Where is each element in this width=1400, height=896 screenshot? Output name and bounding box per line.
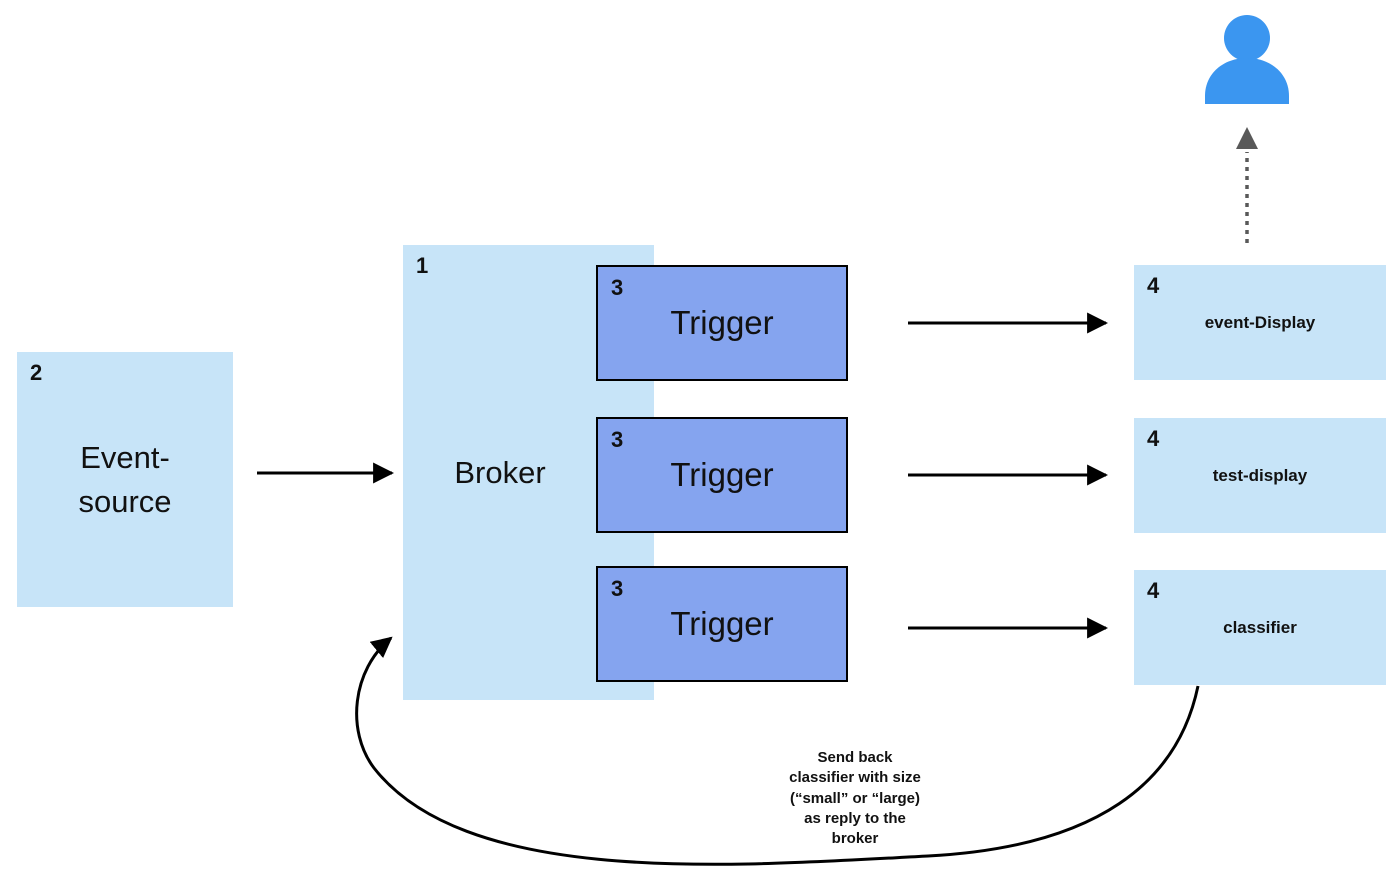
node-trigger-1: 3 Trigger (596, 265, 848, 381)
node-event-display: 4 event-Display (1134, 265, 1386, 380)
step-number-broker: 1 (416, 253, 429, 278)
node-test-display: 4 test-display (1134, 418, 1386, 533)
node-classifier: 4 classifier (1134, 570, 1386, 685)
arrow-event-display-to-user-head (1236, 127, 1258, 149)
step-number-event-source: 2 (30, 360, 43, 385)
step-number-trigger-1: 3 (611, 275, 624, 300)
node-test-display-label: test-display (1212, 465, 1308, 485)
step-number-event-display: 4 (1147, 273, 1160, 298)
step-number-trigger-2: 3 (611, 427, 624, 452)
step-number-trigger-3: 3 (611, 576, 624, 601)
reply-note: Send back classifier with size (“small” … (789, 749, 921, 847)
node-broker-label: Broker (454, 454, 546, 490)
step-number-test-display: 4 (1147, 426, 1160, 451)
node-event-source: 2 Event- source (17, 352, 233, 607)
user-icon (1205, 15, 1289, 104)
node-event-source-label: Event- source (78, 440, 172, 519)
node-trigger-3-label: Trigger (670, 605, 774, 642)
node-trigger-2: 3 Trigger (596, 417, 848, 533)
node-trigger-2-label: Trigger (670, 456, 774, 493)
step-number-classifier: 4 (1147, 578, 1160, 603)
arrow-classifier-reply-to-broker (355, 636, 1200, 866)
node-event-display-label: event-Display (1204, 312, 1316, 332)
node-trigger-1-label: Trigger (670, 304, 774, 341)
node-trigger-3: 3 Trigger (596, 566, 848, 682)
node-classifier-label: classifier (1223, 617, 1297, 637)
